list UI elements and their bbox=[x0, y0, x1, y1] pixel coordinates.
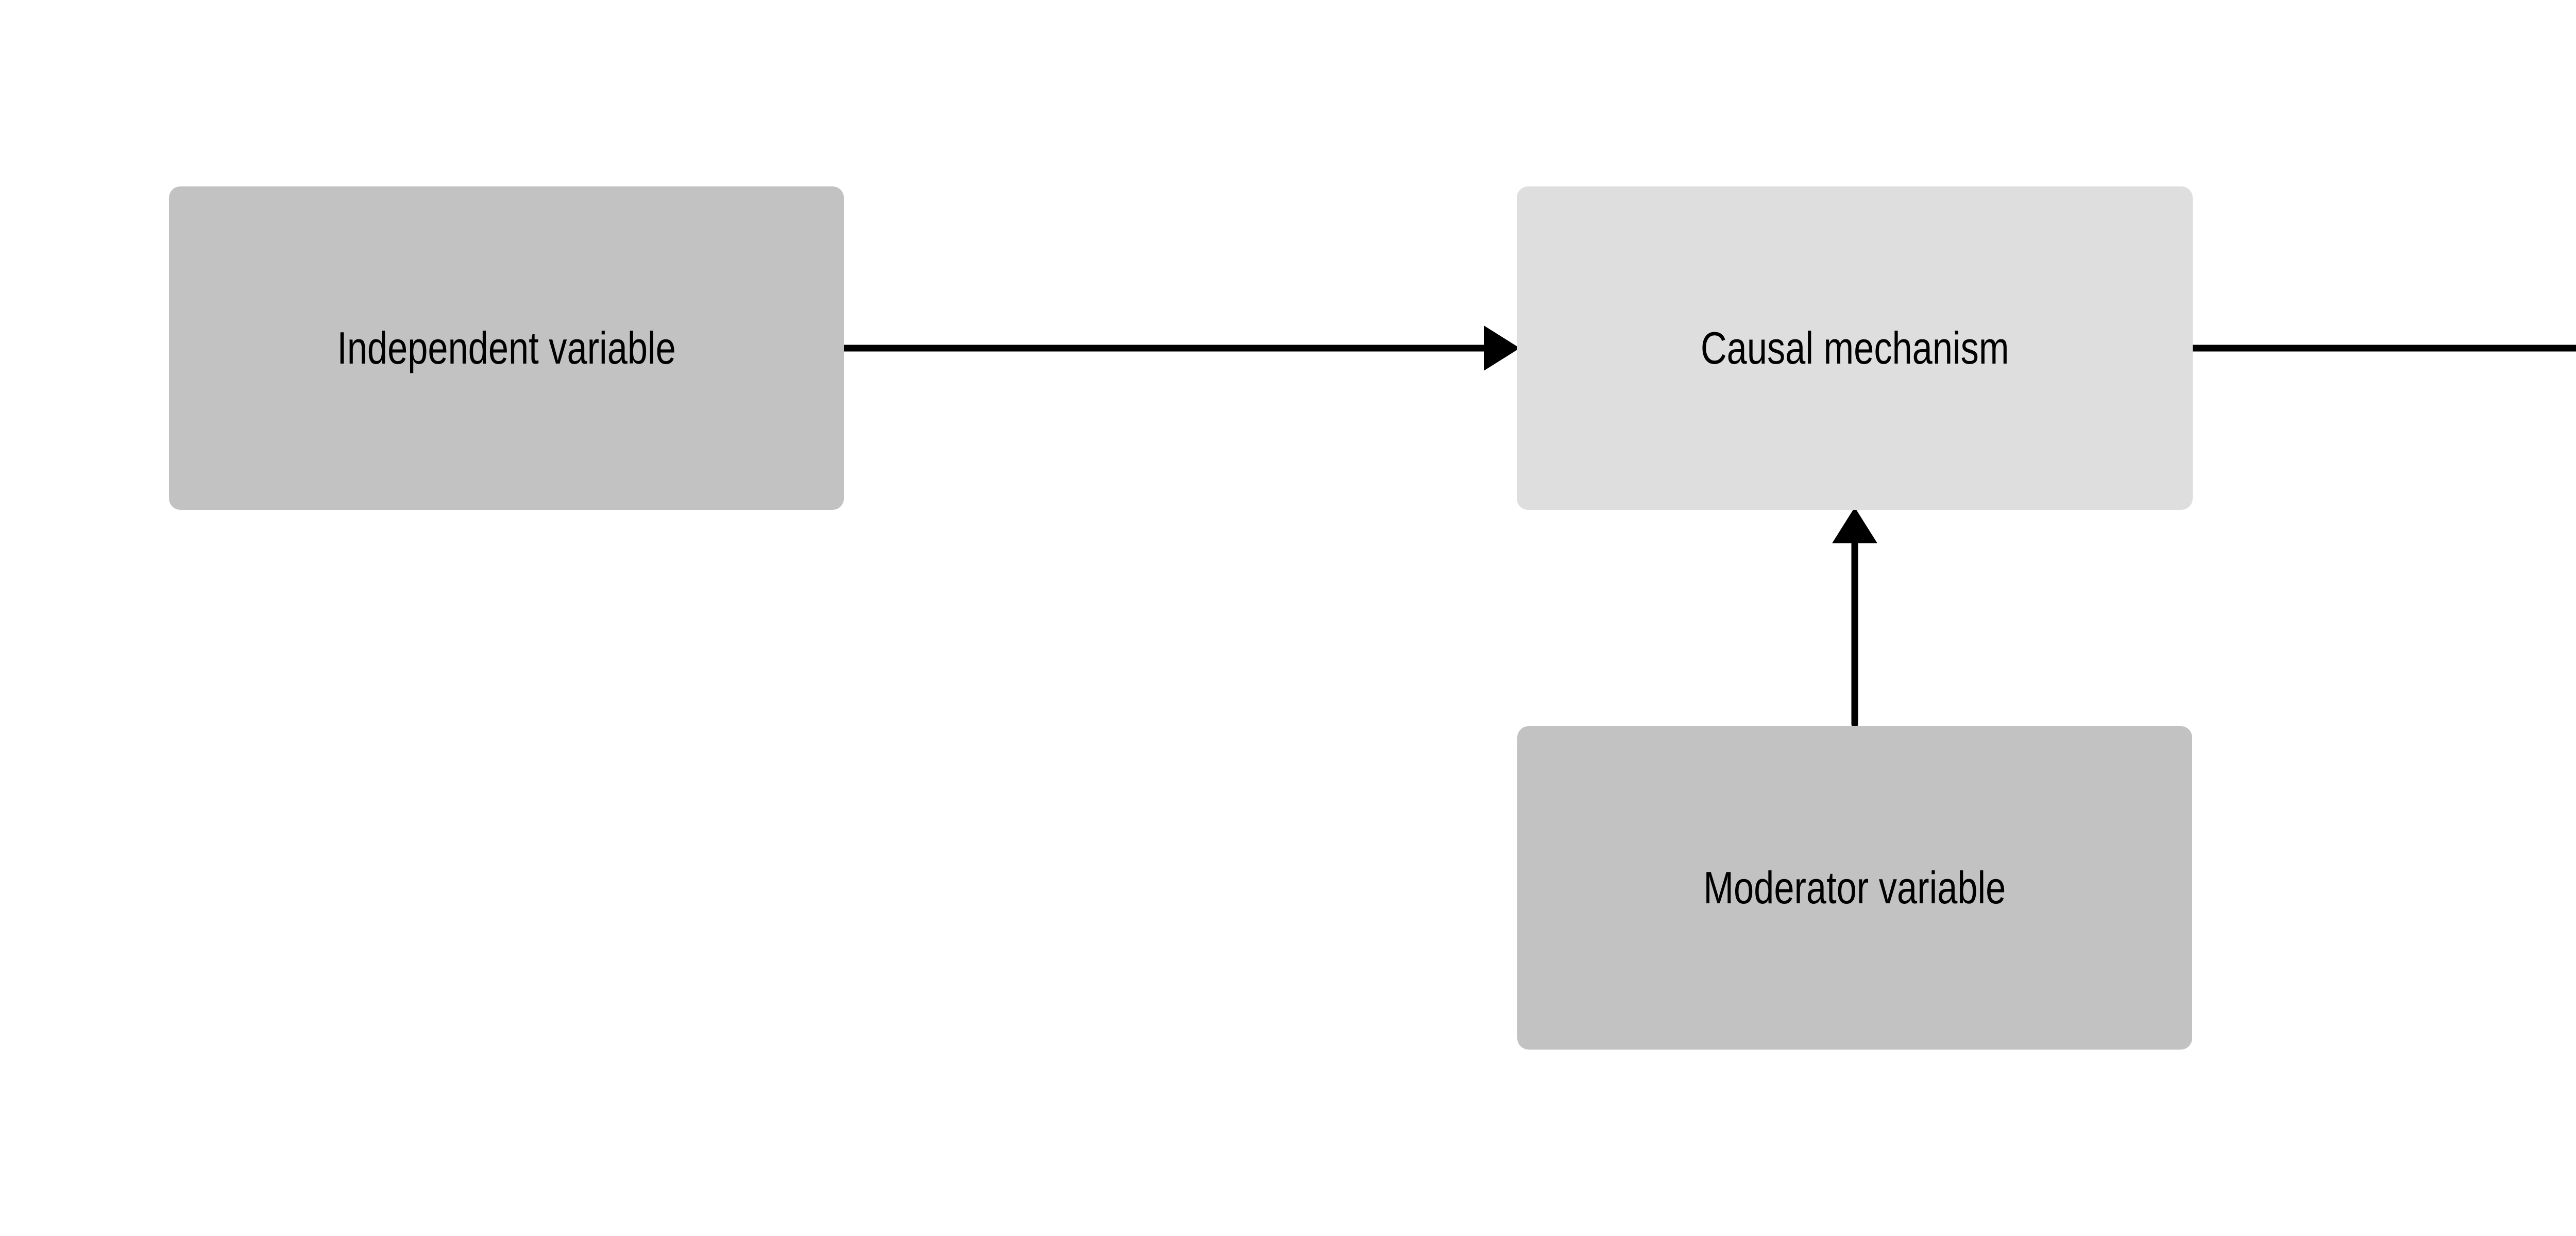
node-label: Causal mechanism bbox=[1700, 322, 2009, 373]
node-moderator-variable[interactable]: Moderator variable bbox=[1517, 726, 2192, 1050]
edge-causal-to-dependent bbox=[2179, 345, 2576, 352]
node-causal-mechanism[interactable]: Causal mechanism bbox=[1517, 186, 2193, 510]
arrowhead-right-icon bbox=[1484, 325, 1520, 371]
node-independent-variable[interactable]: Independent variable bbox=[169, 186, 844, 510]
edge-moderator-to-causal bbox=[1832, 507, 1877, 728]
edge-independent-to-causal bbox=[834, 325, 1520, 371]
node-label: Moderator variable bbox=[1703, 862, 2006, 913]
arrowhead-up-icon bbox=[1832, 507, 1877, 543]
node-label: Independent variable bbox=[337, 322, 676, 373]
